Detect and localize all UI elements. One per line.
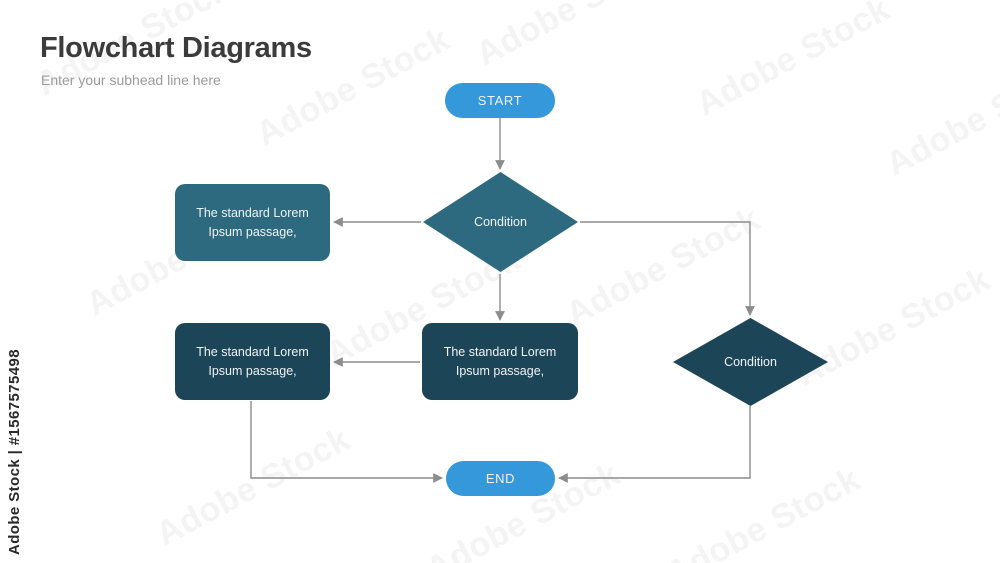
stock-credit-label: Adobe Stock | #1567575498 <box>6 349 23 555</box>
connector-condition2-to-end <box>558 406 751 483</box>
connector-condition1-to-condition2 <box>580 221 755 316</box>
flow-node-process1[interactable]: The standard Lorem Ipsum passage, <box>175 184 330 261</box>
flow-node-condition1[interactable]: Condition <box>423 172 578 272</box>
flow-node-end[interactable]: END <box>446 461 555 496</box>
connector-process3-to-end <box>250 401 443 483</box>
decision-shape <box>673 318 828 406</box>
flow-node-process3[interactable]: The standard Lorem Ipsum passage, <box>175 323 330 400</box>
flow-node-start[interactable]: START <box>445 83 555 118</box>
decision-shape <box>423 172 578 272</box>
page-subhead: Enter your subhead line here <box>41 72 221 88</box>
flow-node-process2[interactable]: The standard Lorem Ipsum passage, <box>422 323 578 400</box>
flow-node-condition2[interactable]: Condition <box>673 318 828 406</box>
page-title: Flowchart Diagrams <box>40 32 312 64</box>
